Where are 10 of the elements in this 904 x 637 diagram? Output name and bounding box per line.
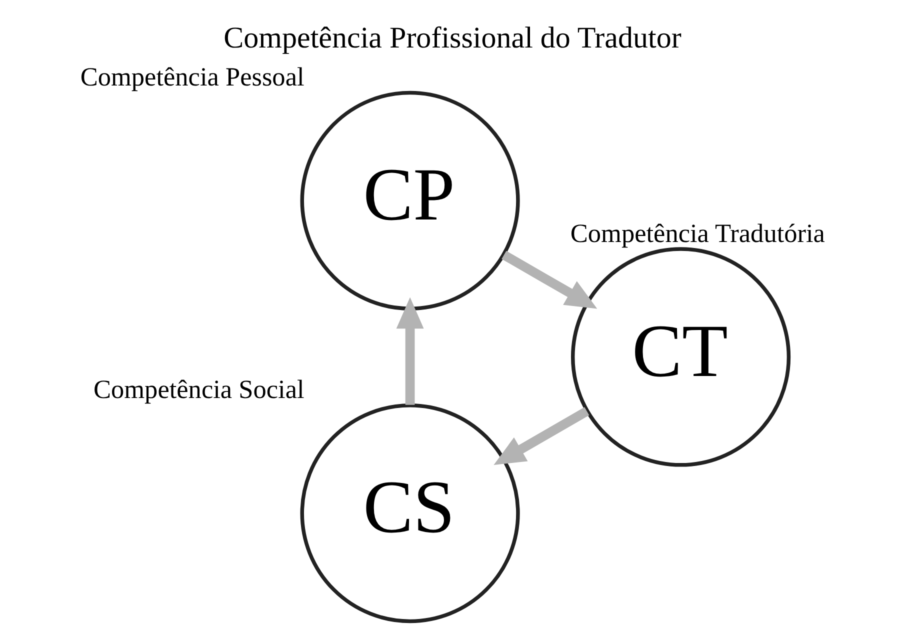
arrow: [493, 407, 589, 466]
diagram-title: Competência Profissional do Tradutor: [223, 21, 681, 54]
node-label: Competência Pessoal: [80, 62, 304, 92]
node-circle: CS: [300, 403, 520, 624]
node-circle: CT: [570, 247, 790, 467]
arrow: [501, 250, 597, 309]
node-circle: CP: [300, 90, 520, 310]
arrow: [396, 297, 424, 405]
node-label: Competência Social: [92, 375, 304, 404]
node-label: Competência Tradutória: [570, 218, 824, 248]
